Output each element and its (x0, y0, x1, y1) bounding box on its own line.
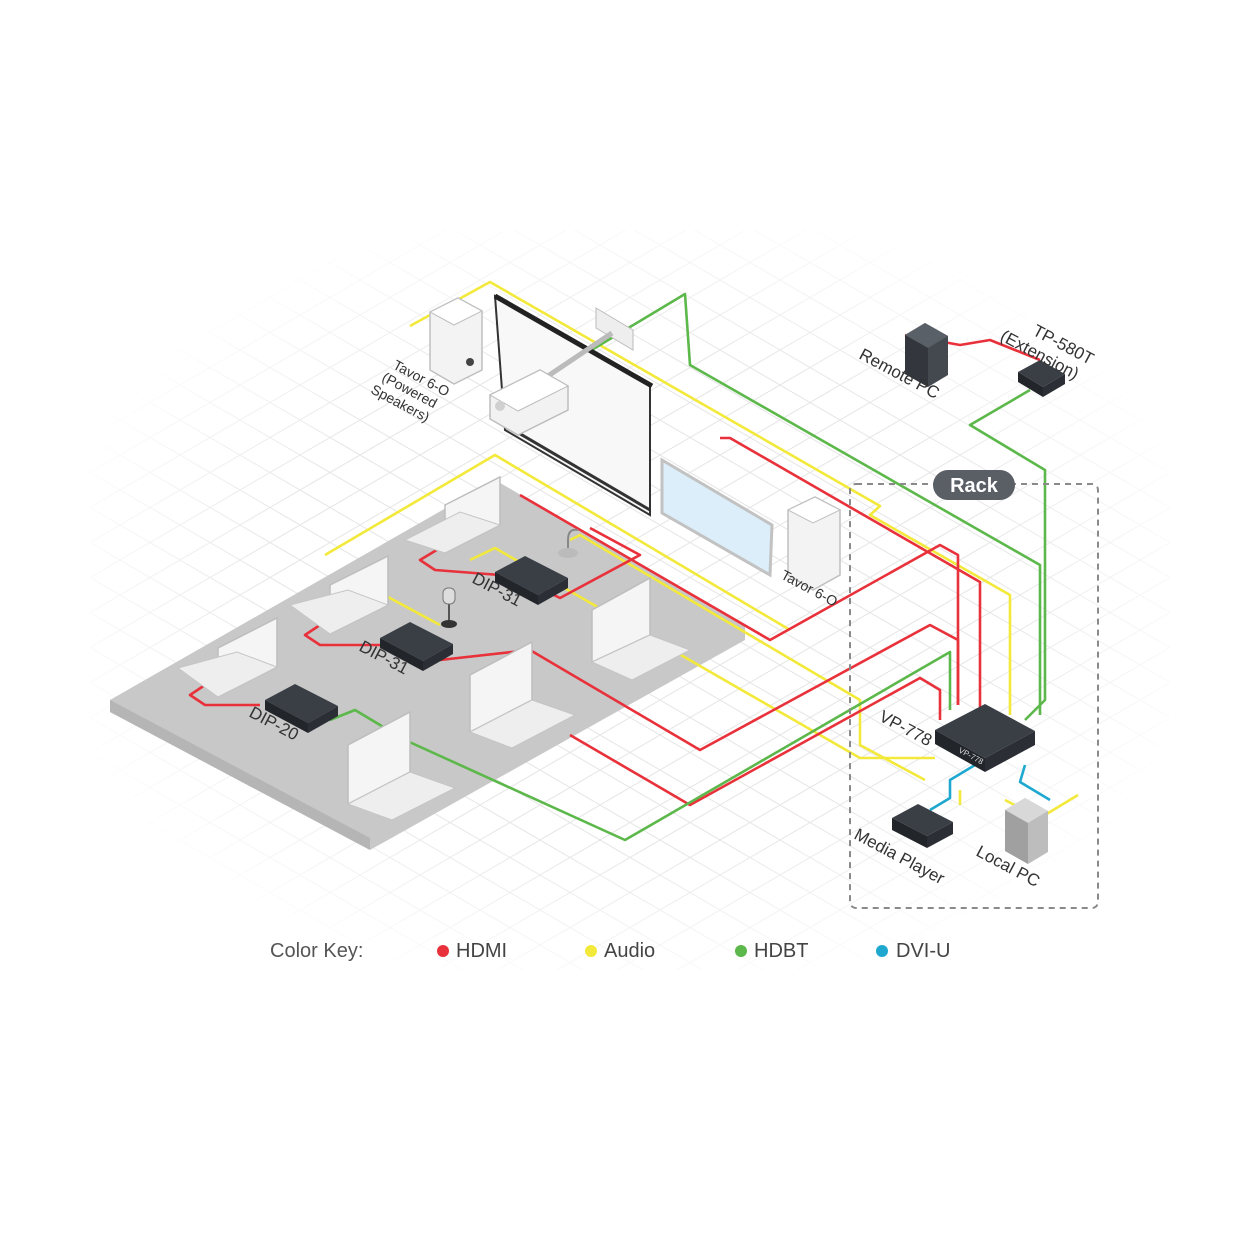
remote-pc (905, 323, 948, 387)
laptop (288, 554, 390, 636)
color-key-swatch (585, 945, 597, 957)
color-key-label: DVI-U (896, 940, 950, 962)
hdbt-cables (329, 292, 1047, 842)
color-key-label: HDBT (754, 940, 808, 962)
dip20-device (265, 684, 338, 733)
laptop (176, 616, 279, 699)
vp778-device: VP-778 (935, 704, 1035, 772)
powered-speaker (428, 297, 484, 385)
flat-display (660, 457, 774, 578)
speaker (786, 496, 842, 591)
rack-badge (933, 470, 1015, 500)
color-key-label: Audio (604, 940, 655, 962)
color-key-swatch (437, 945, 449, 957)
laptop (403, 475, 502, 555)
rack-enclosure: Rack (849, 470, 1099, 909)
dip31-device-middle (380, 622, 453, 671)
color-key-item: HDMI (437, 940, 507, 962)
color-key-item: DVI-U (876, 940, 950, 962)
dip31-device-top (495, 556, 568, 605)
tp580t-device (1018, 360, 1065, 397)
laptop (346, 710, 457, 821)
projection-screen (493, 293, 654, 517)
color-key-item: HDBT (735, 940, 808, 962)
gooseneck-microphone (558, 528, 579, 558)
color-key-item: Audio (585, 940, 655, 962)
color-key: Color Key: HDMI Audio HDBT DVI-U (270, 940, 950, 962)
laptop (468, 640, 577, 749)
local-pc (1005, 798, 1048, 864)
color-key-swatch (876, 945, 888, 957)
color-key-swatch (735, 945, 747, 957)
projector (488, 307, 634, 436)
dvi-cables (929, 763, 1051, 812)
stand-microphone (441, 587, 457, 628)
media-player (892, 804, 953, 848)
color-key-label: HDMI (456, 940, 507, 962)
rack-label: Rack (950, 475, 999, 497)
color-key-title: Color Key: (270, 940, 363, 962)
laptop (590, 576, 692, 681)
